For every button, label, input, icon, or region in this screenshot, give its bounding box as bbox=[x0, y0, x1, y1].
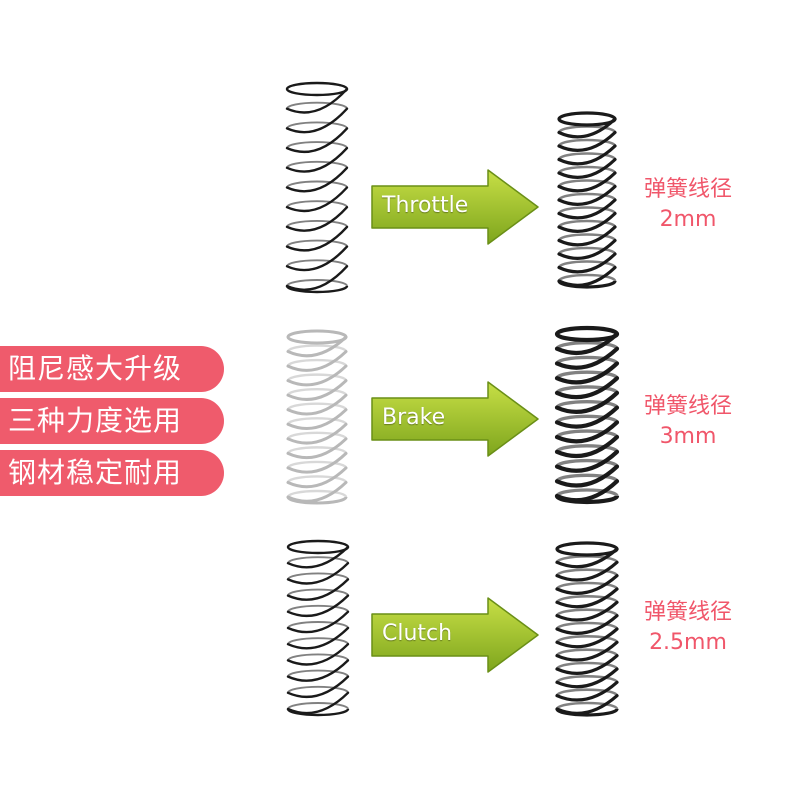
arrow-right-icon bbox=[371, 169, 539, 245]
arrow-label-clutch: Clutch bbox=[382, 621, 453, 646]
spec-value: 2mm bbox=[659, 207, 717, 232]
feature-badge-force-options: 三种力度选用 bbox=[0, 398, 224, 444]
arrow-label-brake: Brake bbox=[382, 405, 446, 430]
original-spring-clutch-icon bbox=[286, 539, 350, 717]
spec-value: 2.5mm bbox=[649, 630, 727, 655]
arrow-label-throttle: Throttle bbox=[382, 193, 469, 218]
upgraded-spring-clutch-icon bbox=[555, 541, 619, 717]
arrow-right-icon bbox=[371, 597, 539, 673]
original-spring-throttle-icon bbox=[285, 81, 349, 294]
spec-throttle: 弹簧线径 2mm bbox=[628, 175, 748, 235]
spec-title: 弹簧线径 bbox=[643, 600, 732, 625]
arrow-right-icon bbox=[371, 381, 539, 457]
spec-brake: 弹簧线径 3mm bbox=[628, 392, 748, 452]
spec-title: 弹簧线径 bbox=[643, 394, 732, 419]
feature-badge-damping: 阻尼感大升级 bbox=[0, 346, 224, 392]
feature-badge-steel-durable: 钢材稳定耐用 bbox=[0, 450, 224, 496]
upgraded-spring-throttle-icon bbox=[557, 111, 617, 289]
spec-clutch: 弹簧线径 2.5mm bbox=[628, 598, 748, 658]
spec-title: 弹簧线径 bbox=[643, 177, 732, 202]
original-spring-brake-icon bbox=[286, 329, 348, 505]
upgraded-spring-brake-icon bbox=[554, 325, 620, 505]
spec-value: 3mm bbox=[659, 424, 717, 449]
